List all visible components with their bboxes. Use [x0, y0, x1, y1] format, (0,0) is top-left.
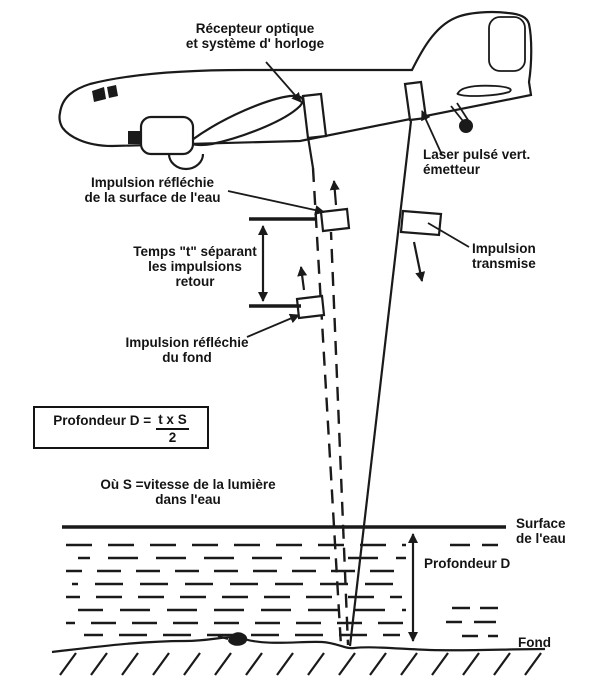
return-beam-stub — [306, 136, 315, 169]
cockpit-windows-icon — [92, 87, 106, 102]
water-surface-label-line2: de l'eau — [516, 531, 566, 547]
receiver-pointer — [265, 61, 302, 103]
aircraft-fuselage — [58, 10, 533, 148]
laser-label: Laser pulsé vert. émetteur — [423, 147, 530, 177]
transmitted-pointer — [427, 222, 470, 248]
formula-box: Profondeur D = t x S 2 — [33, 406, 209, 449]
aircraft-stabilizer — [456, 84, 512, 97]
aircraft-wing — [189, 94, 304, 147]
transmitted-pulse — [399, 209, 443, 237]
depth-label: Profondeur D — [424, 556, 511, 571]
time-label-line2: les impulsions — [148, 259, 242, 275]
receiver-label: Récepteur optique et système d' horloge — [150, 21, 360, 51]
laser-label-line1: Laser pulsé vert. — [423, 147, 531, 162]
water-surface-label: Surface de l'eau — [516, 516, 566, 546]
speed-note-line1: Où S =vitesse de la lumière — [100, 477, 276, 492]
seafloor-debris-mark — [217, 634, 229, 641]
bottom-pulse-pointer — [246, 313, 300, 338]
transmitted-label-line1: Impulsion — [472, 241, 536, 256]
propeller-hub — [128, 131, 141, 144]
time-label-line3: retour — [175, 274, 215, 290]
speed-note: Où S =vitesse de la lumière dans l'eau — [88, 477, 288, 507]
laser-beams — [306, 120, 413, 647]
receiver-label-line1: Récepteur optique — [195, 21, 315, 36]
bottom-pulse-label-line2: du fond — [162, 350, 212, 366]
receiver-label-line2: et système d' horloge — [185, 36, 325, 52]
return-beam-dashed-2 — [329, 231, 350, 646]
water-dashes — [66, 543, 508, 638]
surface-pulse-label-line1: Impulsion réfléchie — [90, 175, 215, 190]
surface-pulse-pointer — [227, 190, 325, 215]
formula-prefix: Profondeur D = — [53, 413, 152, 428]
aircraft-rudder — [488, 16, 526, 72]
water-body — [62, 525, 508, 638]
pulse-symbols — [295, 207, 443, 320]
bottom-pulse-label: Impulsion réfléchie du fond — [102, 335, 272, 365]
bottom-return-pulse — [295, 294, 326, 320]
annotation-arrows — [227, 61, 470, 642]
engine-nacelle — [139, 115, 195, 156]
seafloor — [51, 632, 546, 676]
up-arrow-icon — [329, 180, 340, 206]
tailwheel-strut — [450, 105, 464, 122]
speed-note-line2: dans l'eau — [155, 492, 221, 508]
time-label-line1: Temps "t" séparant — [133, 244, 257, 259]
transmitted-label: Impulsion transmise — [472, 241, 536, 271]
landing-wheel — [167, 153, 205, 171]
surface-pulse-label: Impulsion réfléchie de la surface de l'e… — [60, 175, 245, 205]
time-label: Temps "t" séparant les impulsions retour — [115, 244, 275, 289]
laser-pointer — [421, 110, 443, 156]
laser-label-line2: émetteur — [423, 162, 481, 178]
formula-denominator: 2 — [168, 430, 177, 446]
up-arrow-2-icon — [297, 266, 308, 291]
transmitted-beam — [348, 120, 413, 647]
seafloor-label: Fond — [518, 635, 551, 650]
return-beam-dashed — [311, 167, 343, 647]
bottom-pulse-label-line1: Impulsion réfléchie — [125, 335, 249, 350]
aircraft-icon — [58, 10, 533, 171]
formula-numerator: t x S — [156, 412, 189, 431]
seafloor-debris — [228, 632, 248, 646]
optical-receiver-box — [301, 92, 328, 140]
down-arrow-icon — [412, 241, 426, 282]
cockpit-window-2-icon — [107, 85, 118, 98]
seafloor-hatching — [59, 652, 542, 676]
transmitted-label-line2: transmise — [472, 256, 536, 272]
seafloor-line — [51, 636, 546, 654]
tailwheel — [459, 119, 473, 133]
formula-fraction: t x S 2 — [156, 412, 189, 446]
surface-pulse-label-line2: de la surface de l'eau — [84, 190, 221, 206]
water-surface-label-line1: Surface — [516, 516, 566, 531]
tailwheel-strut-2 — [456, 102, 469, 121]
surface-return-pulse — [319, 207, 351, 233]
